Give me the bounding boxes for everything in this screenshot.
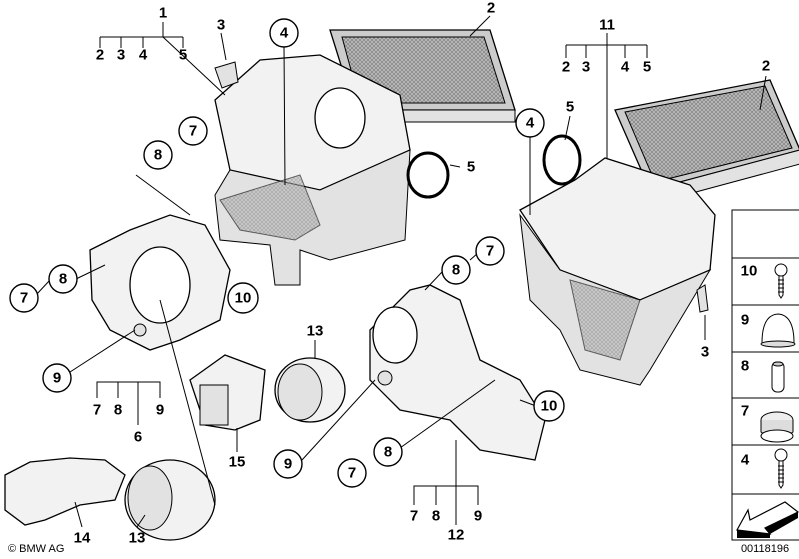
svg-text:12: 12 — [448, 527, 465, 544]
rubber-mount-icon — [760, 411, 794, 443]
svg-text:7: 7 — [348, 465, 356, 482]
circled-label: 9 — [273, 449, 303, 479]
seal-ring-right — [542, 134, 582, 186]
air-duct-bracket-left — [89, 214, 231, 351]
arrow-icon — [736, 501, 799, 538]
svg-text:5: 5 — [566, 99, 574, 116]
svg-text:10: 10 — [741, 263, 758, 280]
svg-text:9: 9 — [53, 370, 61, 387]
svg-text:4: 4 — [526, 115, 535, 132]
svg-text:2: 2 — [96, 47, 104, 64]
svg-text:7: 7 — [189, 123, 197, 140]
svg-text:14: 14 — [74, 530, 91, 547]
intake-duct-14 — [4, 457, 126, 526]
part-labels: 1 2 3 4 5 3 2 11 2 3 4 5 2 5 5 3 13 7 8 … — [74, 0, 771, 547]
svg-text:13: 13 — [129, 530, 146, 547]
svg-text:2: 2 — [487, 0, 495, 17]
intake-duct-15 — [189, 354, 266, 431]
svg-text:9: 9 — [474, 508, 482, 525]
svg-text:9: 9 — [284, 456, 292, 473]
legend-row: 8 — [741, 358, 785, 393]
svg-text:3: 3 — [117, 47, 125, 64]
sleeve-icon — [771, 361, 785, 393]
intake-silencer-right — [519, 157, 716, 386]
svg-text:13: 13 — [307, 323, 324, 340]
svg-text:11: 11 — [599, 17, 615, 34]
circled-label: 7 — [9, 283, 39, 313]
circled-label: 4 — [269, 18, 299, 48]
svg-text:8: 8 — [59, 271, 67, 288]
screw-icon — [774, 263, 788, 299]
svg-text:7: 7 — [486, 243, 494, 260]
svg-text:3: 3 — [701, 344, 709, 361]
svg-text:4: 4 — [621, 59, 630, 76]
svg-text:7: 7 — [741, 403, 749, 420]
svg-text:7: 7 — [20, 290, 28, 307]
svg-text:5: 5 — [643, 59, 651, 76]
svg-text:10: 10 — [541, 398, 558, 415]
svg-text:6: 6 — [134, 429, 142, 446]
intake-boot-13-upper — [274, 357, 346, 423]
circled-label: 7 — [475, 236, 505, 266]
clip-3-left — [214, 61, 239, 89]
svg-text:1: 1 — [159, 5, 167, 22]
svg-text:7: 7 — [410, 508, 418, 525]
svg-text:4: 4 — [280, 25, 289, 42]
svg-text:2: 2 — [562, 59, 570, 76]
circled-label: 8 — [48, 264, 78, 294]
circled-label: 4 — [515, 108, 545, 138]
circled-label: 10 — [227, 282, 259, 314]
svg-text:15: 15 — [229, 454, 246, 471]
small-parts-legend: 10 9 8 7 4 — [731, 209, 799, 541]
svg-text:5: 5 — [467, 159, 475, 176]
circled-label: 7 — [337, 458, 367, 488]
intake-boot-13-lower — [124, 459, 216, 541]
diagram-number: 00118196 — [741, 543, 789, 555]
legend-row: 7 — [741, 403, 794, 443]
svg-text:8: 8 — [114, 402, 122, 419]
circled-label: 9 — [42, 363, 72, 393]
svg-text:9: 9 — [741, 312, 749, 329]
svg-text:7: 7 — [93, 402, 101, 419]
svg-text:4: 4 — [741, 452, 750, 469]
copyright: © BMW AG — [8, 543, 64, 555]
svg-text:3: 3 — [582, 59, 590, 76]
svg-text:3: 3 — [217, 17, 225, 34]
circled-label: 8 — [373, 437, 403, 467]
seal-ring-left — [406, 151, 450, 199]
legend-row: 4 — [741, 448, 788, 489]
svg-text:8: 8 — [432, 508, 440, 525]
legend-row: 10 — [741, 263, 788, 299]
circled-label: 8 — [441, 255, 471, 285]
svg-text:9: 9 — [156, 402, 164, 419]
circled-label: 8 — [143, 140, 173, 170]
svg-text:10: 10 — [235, 290, 252, 307]
svg-text:2: 2 — [762, 58, 770, 75]
air-duct-bracket-center — [369, 284, 546, 461]
cap-icon — [760, 313, 796, 348]
clip-3-right — [696, 284, 709, 313]
svg-text:8: 8 — [384, 444, 392, 461]
svg-text:8: 8 — [154, 147, 162, 164]
circled-label: 10 — [533, 390, 565, 422]
svg-text:4: 4 — [139, 47, 148, 64]
legend-row: 9 — [741, 312, 796, 348]
svg-text:8: 8 — [452, 262, 460, 279]
screw-icon — [774, 448, 788, 489]
circled-label: 7 — [178, 116, 208, 146]
svg-text:8: 8 — [741, 358, 749, 375]
svg-text:5: 5 — [179, 47, 187, 64]
intake-silencer-left — [214, 54, 411, 286]
